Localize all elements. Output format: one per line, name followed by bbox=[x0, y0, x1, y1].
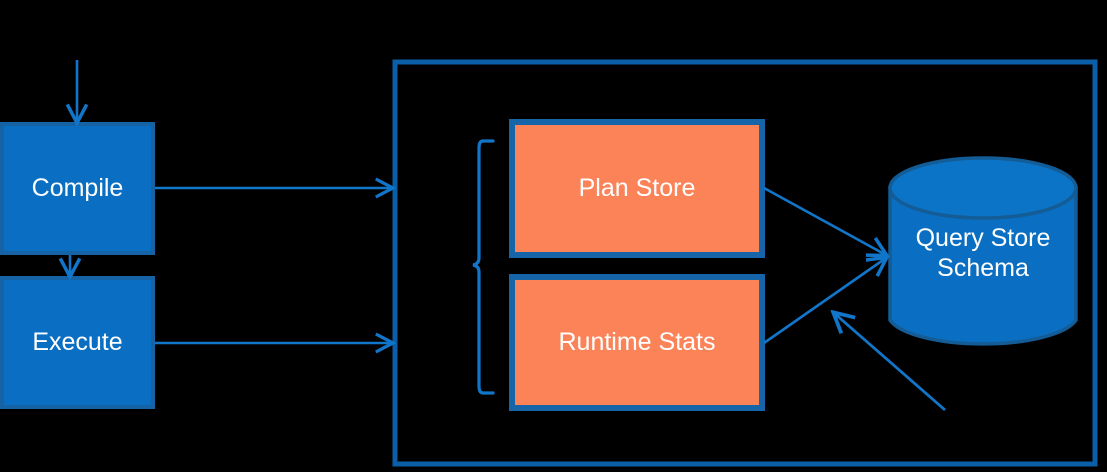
external-to-query-store-arrow bbox=[834, 313, 946, 412]
compile-box[interactable] bbox=[0, 122, 155, 255]
runtime-stats-box[interactable] bbox=[509, 274, 765, 411]
group-brace bbox=[472, 139, 495, 395]
runtime-stats-to-query-store-arrow bbox=[763, 258, 886, 345]
plan-store-to-query-store-arrow bbox=[763, 186, 886, 255]
query-store-container bbox=[392, 59, 1098, 467]
execute-box[interactable] bbox=[0, 276, 155, 409]
plan-store-box[interactable] bbox=[509, 119, 765, 258]
query-store-cylinder[interactable] bbox=[888, 156, 1078, 346]
